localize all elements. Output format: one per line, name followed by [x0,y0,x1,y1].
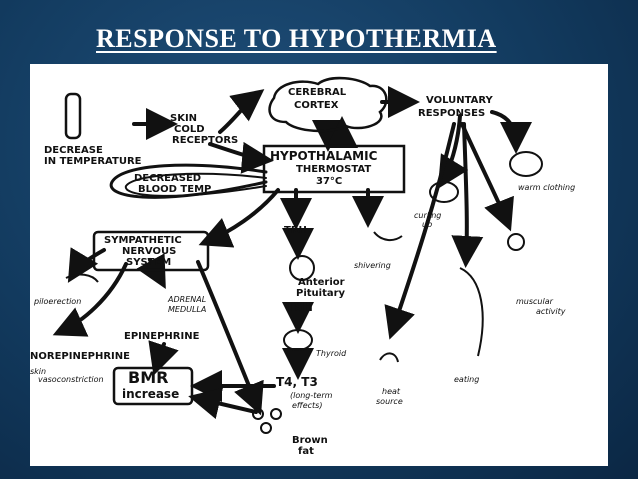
long-term-label-1: (long-term [290,391,333,400]
blood-label-1: DECREASED [134,173,202,184]
heat-source-label-2: source [376,397,403,406]
long-term-label-2: effects) [292,401,323,410]
eating-label: eating [454,375,480,384]
norepinephrine-label: NOREPINEPHRINE [30,351,130,362]
t4-t3-label: T4, T3 [276,375,318,389]
heat-source-label-1: heat [382,387,401,396]
warm-clothing-label: warm clothing [518,183,576,192]
voluntary-label-1: VOLUNTARY [426,95,493,106]
thyroid-sketch [283,329,313,351]
piloerection-sketch [65,273,99,283]
muscular-label-2: activity [536,307,566,316]
brown-fat-label-2: fat [298,446,314,457]
brown-fat-label-1: Brown [292,435,328,446]
slide-title: RESPONSE TO HYPOTHERMIA [96,24,497,53]
heat-source-sketch [379,352,399,363]
decrease-label-2: IN TEMPERATURE [44,156,142,167]
hypothalamic-label-2: THERMOSTAT [296,164,372,175]
skin-vaso-label-2: vasoconstriction [38,375,104,384]
cerebral-label-1: CEREBRAL [288,87,347,98]
tsh-label: TSH [286,300,313,314]
hypothalamic-box [262,144,406,194]
voluntary-label-2: RESPONSES [418,108,486,119]
epinephrine-label: EPINEPHRINE [124,331,200,342]
adrenal-label-1: ADRENAL [168,295,207,304]
bmr-box [112,366,194,406]
hypothalamic-label-3: 37°C [316,176,343,187]
brown-fat-dot [252,408,264,420]
skin-label-3: RECEPTORS [172,135,239,146]
skin-label-2: COLD [174,124,205,135]
pituitary-label-2: Pituitary [296,288,346,299]
cerebral-cortex-cloud [268,76,388,133]
thyroid-label: Thyroid [316,349,347,358]
bmr-label-1: BMR [128,368,169,387]
thermometer-icon [64,92,82,140]
curling-label-2: up [422,220,433,229]
eating-sketch [459,267,484,357]
sympathetic-label-3: SYSTEM [126,257,172,268]
warm-clothing-sketch [509,151,543,177]
shivering-sketch [373,231,403,242]
blood-label-2: BLOOD TEMP [138,184,212,195]
bmr-label-2: increase [122,387,180,401]
skin-vaso-label-1: skin [30,367,47,376]
diagram-lines [52,76,543,434]
muscular-label-1: muscular [516,297,553,306]
sympathetic-label-1: SYMPATHETIC [104,235,182,246]
curling-sketch [429,181,459,203]
adrenal-label-2: MEDULLA [168,305,207,314]
cerebral-label-2: CORTEX [294,100,339,111]
pituitary-sketch [289,255,315,281]
shivering-label: shivering [354,261,391,270]
diagram-panel: CEREBRAL CORTEX HYPOTHALAMIC THERMOSTAT … [30,64,608,466]
pituitary-label-1: Anterior [298,277,345,288]
decrease-label-1: DECREASE [44,145,103,156]
trh-label: TRH [284,225,307,236]
hypothalamic-label-1: HYPOTHALAMIC [270,149,378,163]
skin-label-1: SKIN [170,113,198,124]
muscular-sketch [507,233,525,251]
piloerection-label: piloerection [34,297,82,306]
sympathetic-box [92,230,210,272]
curling-label-1: curling [414,211,442,220]
sympathetic-label-2: NERVOUS [122,246,177,257]
